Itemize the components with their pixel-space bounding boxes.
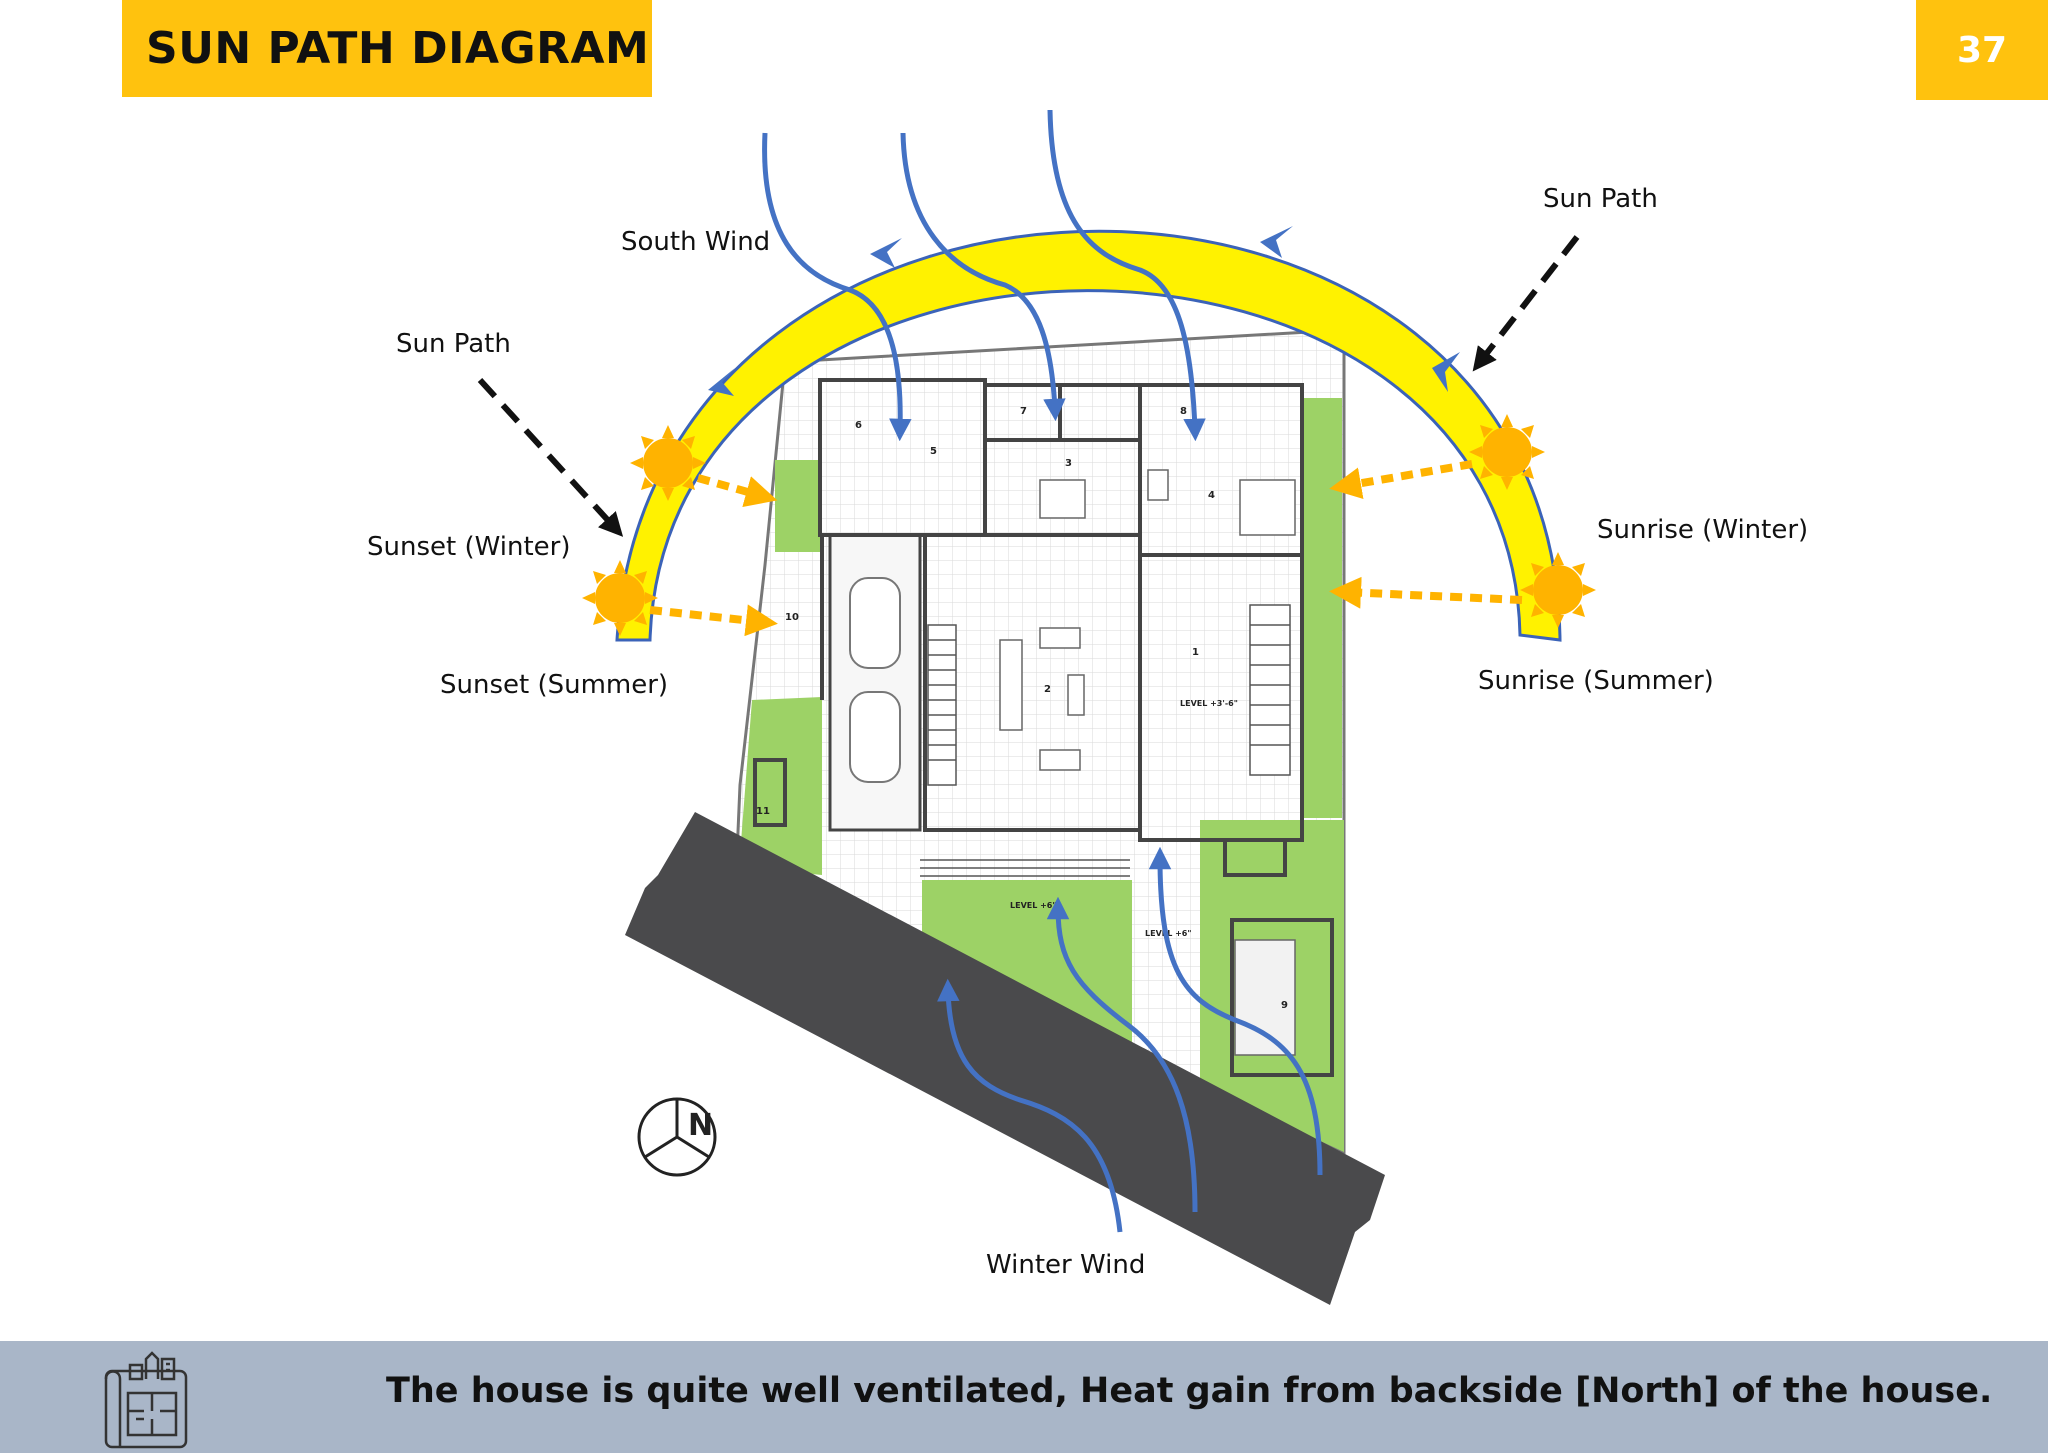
footer-caption: The house is quite well ventilated, Heat… bbox=[386, 1371, 1993, 1411]
level-label-main: LEVEL +3'-6" bbox=[1180, 699, 1238, 708]
level-label-garden: LEVEL +6" bbox=[1010, 901, 1057, 910]
garden-right bbox=[1302, 398, 1342, 818]
sunrise-winter-label: Sunrise (Winter) bbox=[1597, 515, 1809, 545]
sun-path-label-left: Sun Path bbox=[396, 329, 511, 359]
page-number-badge: 37 bbox=[1916, 0, 2048, 100]
car-1 bbox=[849, 577, 901, 669]
room-number: 8 bbox=[1180, 406, 1187, 417]
south-wind-arrow bbox=[762, 132, 912, 442]
room-number: 4 bbox=[1208, 490, 1215, 501]
south-wind-arrow bbox=[1047, 109, 1206, 442]
sun-path-diagram: 1 2 3 4 5 6 7 8 9 10 11 12 LEVEL +3'-6" … bbox=[477, 109, 1596, 1305]
winter-wind-arrow bbox=[937, 978, 1123, 1233]
room-number: 1 bbox=[1192, 647, 1199, 658]
sunset-summer-label: Sunset (Summer) bbox=[440, 670, 669, 700]
sunrise-summer-label: Sunrise (Summer) bbox=[1478, 666, 1714, 696]
sun-path-direction-chevrons bbox=[708, 226, 1460, 396]
sun-icon bbox=[582, 560, 658, 636]
title-banner: SUN PATH DIAGRAM bbox=[122, 0, 652, 97]
garden-left-top bbox=[775, 460, 822, 552]
sun-icon bbox=[1469, 414, 1545, 490]
stairs bbox=[920, 604, 1291, 877]
sun-path-pointer-left bbox=[477, 377, 624, 537]
ray-sunrise-winter bbox=[1329, 460, 1473, 500]
sun-ray-arrows bbox=[649, 460, 1523, 637]
room-number: 2 bbox=[1044, 684, 1051, 695]
winter-wind-arrow bbox=[1148, 846, 1323, 1176]
furniture bbox=[999, 469, 1296, 1056]
page-title: SUN PATH DIAGRAM bbox=[146, 23, 650, 74]
winter-wind-arrows bbox=[937, 846, 1323, 1233]
sun-path-label-right: Sun Path bbox=[1543, 184, 1658, 214]
north-compass-icon bbox=[637, 1097, 717, 1177]
winter-wind-arrow bbox=[1046, 896, 1198, 1213]
south-wind-label: South Wind bbox=[621, 227, 771, 257]
sun-path-band bbox=[615, 229, 1562, 642]
room-number: 9 bbox=[1281, 1000, 1288, 1011]
south-wind-arrow bbox=[900, 132, 1066, 422]
sun-path-pointer-right bbox=[1472, 235, 1580, 372]
room-number: 5 bbox=[930, 446, 937, 457]
room-number: 10 bbox=[785, 612, 799, 623]
sun-icon bbox=[630, 425, 706, 501]
garden-left-bottom bbox=[740, 697, 822, 875]
north-label: N bbox=[688, 1108, 713, 1143]
car-2 bbox=[849, 691, 901, 783]
ray-sunset-winter bbox=[696, 474, 778, 508]
sunset-winter-label: Sunset (Winter) bbox=[367, 532, 571, 562]
footer-bar: The house is quite well ventilated, Heat… bbox=[0, 1341, 2048, 1453]
sun-icon bbox=[1520, 552, 1596, 628]
page-number: 37 bbox=[1956, 29, 2008, 71]
house-plan-icon bbox=[104, 1351, 188, 1449]
ray-sunrise-summer bbox=[1329, 576, 1523, 609]
winter-wind-label: Winter Wind bbox=[986, 1250, 1146, 1280]
room-number: 3 bbox=[1065, 458, 1072, 469]
room-number: 11 bbox=[756, 806, 770, 817]
room-number: 6 bbox=[855, 420, 862, 431]
room-walls bbox=[753, 378, 1334, 1077]
ray-sunset-summer bbox=[649, 604, 778, 637]
south-wind-arrows bbox=[762, 109, 1206, 442]
room-number: 7 bbox=[1020, 406, 1027, 417]
